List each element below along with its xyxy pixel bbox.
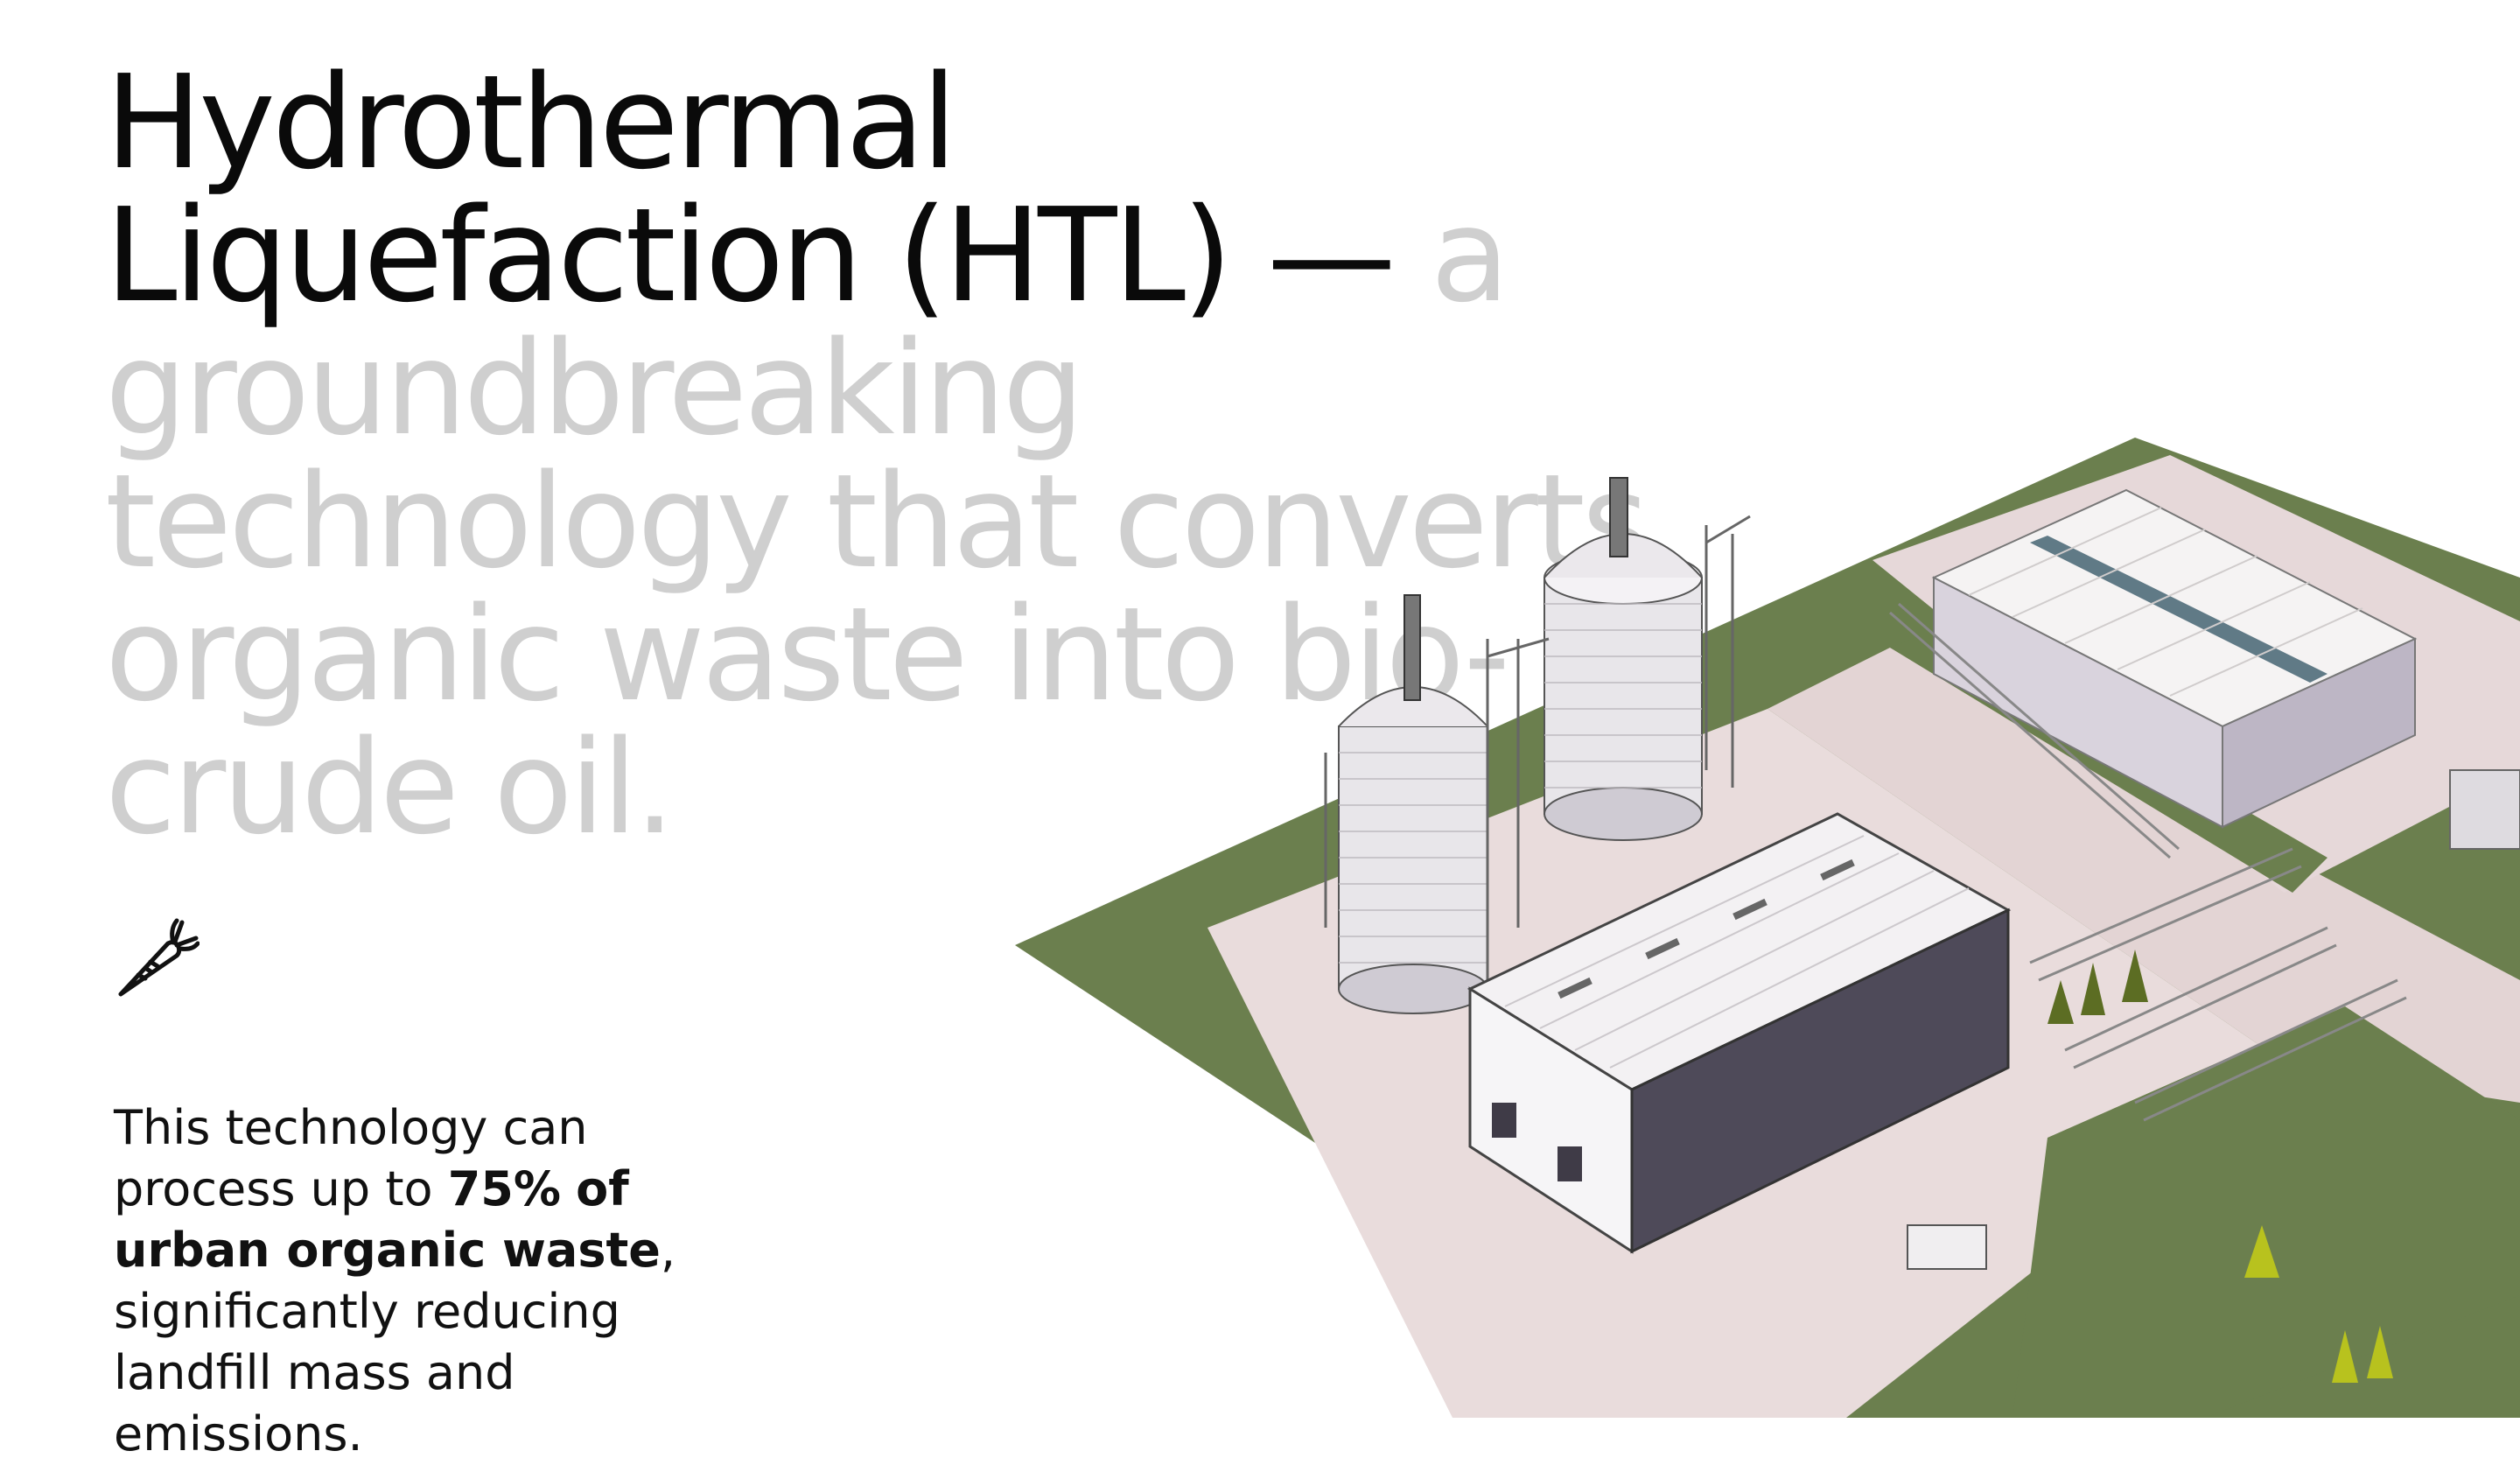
headline-dark: Hydrothermal Liquefaction (HTL) — bbox=[105, 47, 1431, 331]
description: This technology can process up to 75% of… bbox=[114, 1097, 779, 1465]
headline: Hydrothermal Liquefaction (HTL) — a grou… bbox=[105, 56, 1680, 854]
headline-light: a groundbreaking technology that convert… bbox=[105, 180, 1649, 863]
carrot-icon bbox=[112, 914, 200, 1001]
description-bold-phrase: of urban organic waste bbox=[114, 1161, 661, 1278]
description-text-1: This technology can process up to bbox=[114, 1100, 588, 1216]
description-text-2 bbox=[561, 1161, 576, 1216]
description-bold-percent: 75% bbox=[447, 1161, 561, 1216]
industrial-plant-illustration bbox=[1015, 438, 2520, 1418]
silo-back bbox=[1544, 477, 1703, 841]
main-building bbox=[1466, 812, 2012, 1254]
silo-front bbox=[1338, 594, 1488, 1014]
